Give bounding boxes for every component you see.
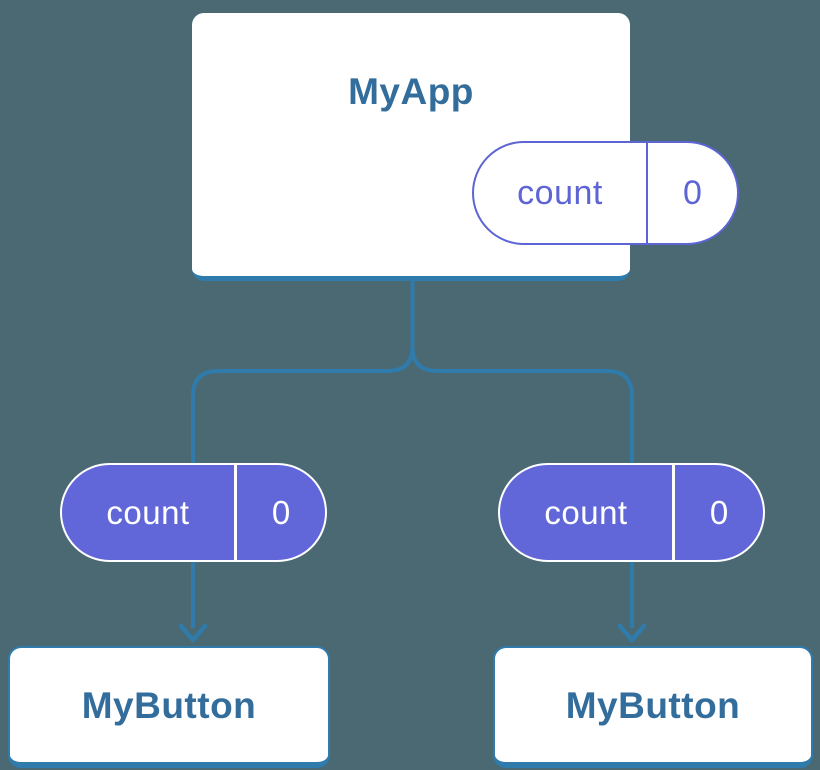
prop-name: count: [544, 493, 628, 531]
component-title: MyButton: [565, 684, 741, 726]
component-title: MyApp: [348, 71, 474, 112]
state-pill: count 0: [472, 141, 739, 245]
state-name: count: [517, 173, 603, 212]
state-value: 0: [683, 173, 702, 212]
pill-divider: [646, 143, 648, 243]
fork-left-branch: [191, 346, 415, 628]
myapp-card: MyApp count 0: [192, 13, 739, 281]
mybutton-card-left: MyButton: [8, 646, 330, 768]
prop-pill-left: count 0: [60, 463, 327, 562]
prop-value: 0: [709, 493, 729, 531]
prop-value: 0: [271, 493, 291, 531]
pill-divider: [234, 465, 237, 560]
fork-right-branch: [410, 346, 634, 628]
arrowhead-down-right-icon: [617, 623, 647, 643]
arrowhead-down-left-icon: [178, 623, 208, 643]
component-title: MyButton: [81, 684, 257, 726]
mybutton-card-right: MyButton: [493, 646, 813, 768]
prop-name: count: [106, 493, 190, 531]
pill-divider: [672, 465, 675, 560]
prop-pill-right: count 0: [498, 463, 765, 562]
